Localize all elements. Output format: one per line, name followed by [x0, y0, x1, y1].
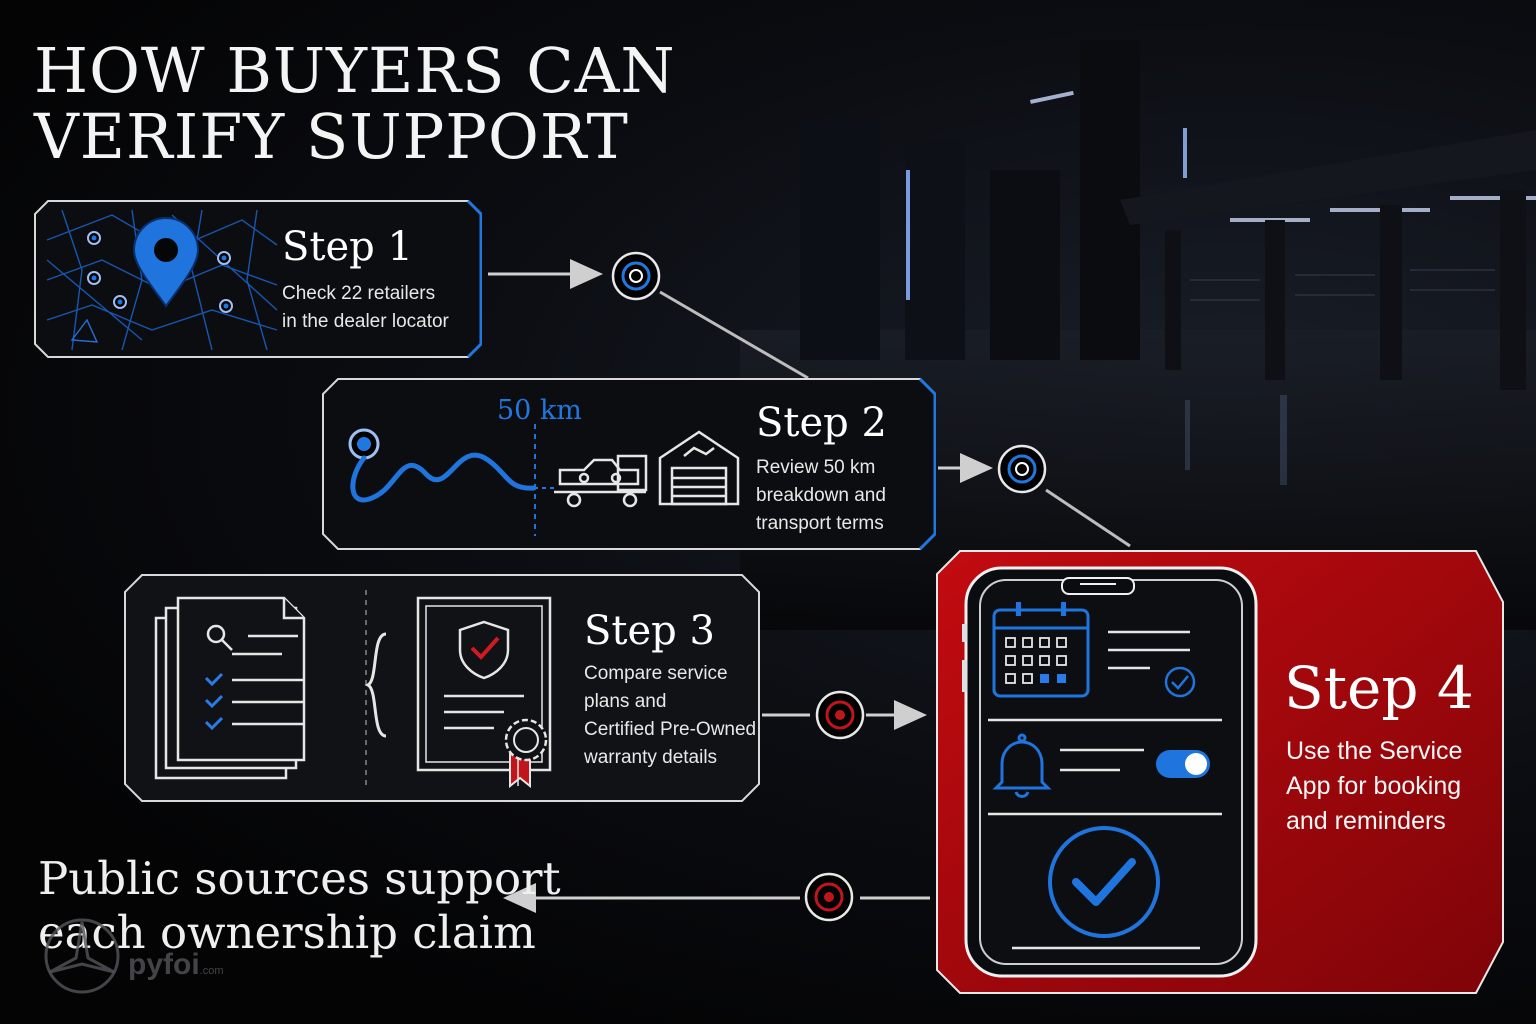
- step-1-card: Step 1 Check 22 retailers in the dealer …: [34, 200, 482, 358]
- step-2-card-frame: [322, 378, 936, 550]
- step-4-card: Step 4 Use the Service App for booking a…: [936, 550, 1504, 994]
- step-2-card: Step 2 Review 50 km breakdown and transp…: [322, 378, 936, 550]
- smartphone-illustration: [962, 566, 1258, 978]
- page-title: HOW BUYERS CAN VERIFY SUPPORT: [34, 38, 676, 170]
- certificate-icon: [416, 596, 552, 789]
- small-check-icon: [1164, 666, 1196, 698]
- brace-icon: [364, 632, 387, 738]
- step-3-title: Step 3: [584, 608, 715, 654]
- step-2-title: Step 2: [756, 400, 887, 446]
- toggle-icon: [1156, 750, 1210, 778]
- node-icon-2: [997, 444, 1047, 494]
- step-3-description: Compare service plans and Certified Pre-…: [584, 663, 757, 768]
- checkmark-icon: [1048, 826, 1160, 938]
- logo-icon: [44, 918, 120, 994]
- step-1-title: Step 1: [282, 224, 413, 270]
- node-icon-3: [815, 690, 865, 740]
- step-4-description: Use the Service App for booking and remi…: [1286, 737, 1463, 835]
- node-icon-1: [611, 251, 661, 301]
- connector-node2-to-step4: [1045, 488, 1131, 548]
- calendar-icon: [992, 602, 1090, 698]
- watermark-brand: pyfoi: [128, 948, 200, 981]
- watermark-suffix: .com: [199, 965, 224, 977]
- footer-claim: Public sources support each ownership cl…: [38, 852, 561, 959]
- documents-icon: [154, 596, 306, 780]
- node-icon-4: [804, 872, 854, 922]
- bell-icon: [992, 733, 1052, 798]
- map-pin-icon: [46, 210, 278, 350]
- step-3-card: Step 3 Compare service plans and Certifi…: [124, 574, 760, 802]
- step-2-description: Review 50 km breakdown and transport ter…: [756, 457, 886, 534]
- tow-truck-icon: [554, 454, 648, 508]
- garage-icon: [658, 430, 740, 506]
- title-line-1: HOW BUYERS CAN: [34, 34, 676, 107]
- distance-label: 50 km: [497, 395, 582, 426]
- route-to-garage-illustration: [348, 424, 740, 536]
- connector-node1-to-step2: [659, 290, 809, 380]
- step-1-description: Check 22 retailers in the dealer locator: [282, 283, 449, 332]
- watermark: pyfoi.com: [128, 948, 224, 982]
- title-line-2: VERIFY SUPPORT: [34, 100, 629, 173]
- step-4-title: Step 4: [1284, 654, 1474, 722]
